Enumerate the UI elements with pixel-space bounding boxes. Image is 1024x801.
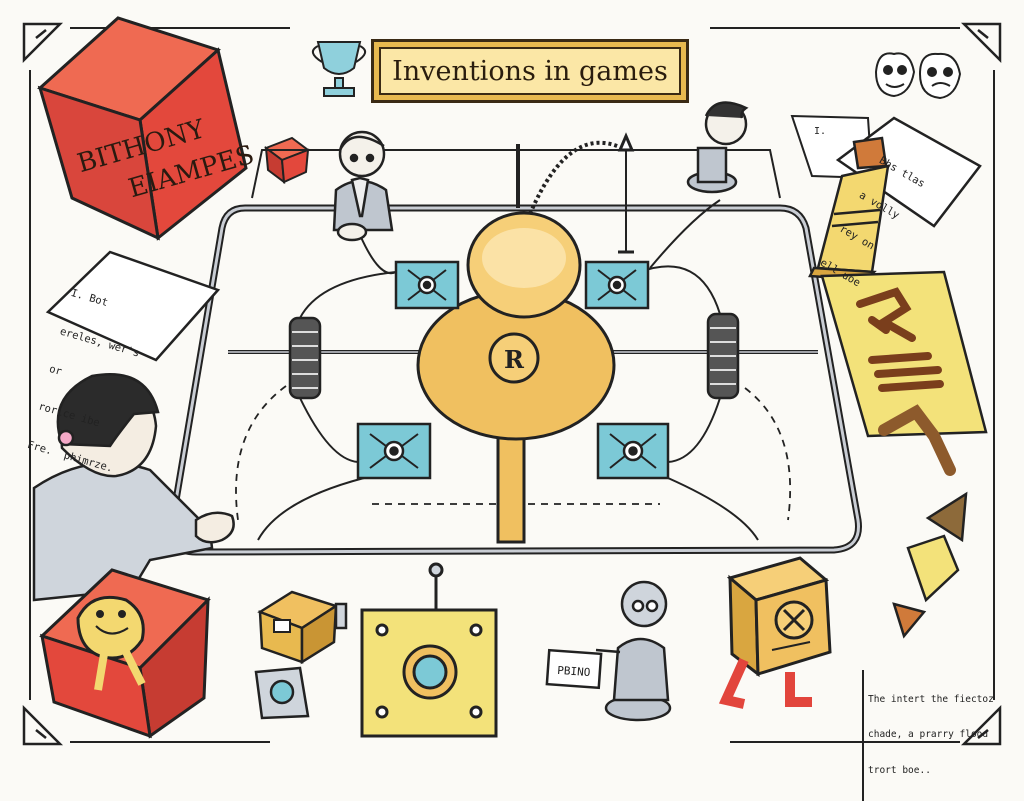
board-emblem-letter: R xyxy=(504,345,525,374)
caption-text: The intert the fiectoz chade, a prarry f… xyxy=(862,670,994,801)
sign-holding-figure xyxy=(545,580,672,722)
note-left-line: or xyxy=(47,362,64,378)
note-top-right-line: rey on xyxy=(837,222,877,253)
note-top-right-small: I. xyxy=(814,126,827,137)
title-banner: Inventions in games xyxy=(371,39,689,103)
circuit-chip-top-right xyxy=(584,260,650,310)
corner-ornament-top-left xyxy=(22,22,64,64)
inventor-figure-left xyxy=(332,130,394,242)
note-card-left xyxy=(45,250,221,362)
cube-stack xyxy=(254,590,348,720)
spring-right xyxy=(706,312,740,400)
circuit-chip-top-left xyxy=(394,260,460,310)
caption-line: The intert the fiectoz xyxy=(868,693,994,705)
corner-ornament-bottom-right xyxy=(960,704,1002,746)
corner-ornament-bottom-left xyxy=(22,704,64,746)
trophy-icon xyxy=(311,41,367,97)
note-top-right-line: Bhs tlas xyxy=(876,154,927,191)
game-board-illustration: BITHONY EIAMPES R PBINO xyxy=(22,16,1002,746)
caption-line: trort boe.. xyxy=(868,765,931,776)
robot-block xyxy=(718,556,832,709)
note-left-line: Fre. phimrze. xyxy=(26,438,115,475)
circuit-chip-bottom-right xyxy=(596,422,670,480)
note-left-line: rorlce ibe xyxy=(36,400,101,430)
note-left-line: ereles, wer's xyxy=(58,325,141,360)
game-console xyxy=(360,562,498,738)
caption-line: chade, a prarry flood xyxy=(868,729,989,741)
note-top-right-line: a volly xyxy=(857,188,902,222)
illustration-canvas: BITHONY EIAMPES R PBINO Inventions in ga… xyxy=(22,16,1002,801)
small-red-cube xyxy=(263,136,311,185)
red-mascot-box xyxy=(39,568,211,739)
note-left-line: I. Bot xyxy=(69,287,110,310)
connecting-wires xyxy=(257,199,759,541)
card-with-figures xyxy=(820,270,988,476)
red-block xyxy=(37,16,248,241)
pyramid-pieces xyxy=(892,491,968,639)
corner-ornament-top-right xyxy=(960,22,1002,64)
central-gold-piece xyxy=(416,132,635,544)
page-frame xyxy=(29,27,995,743)
woman-player xyxy=(32,372,235,602)
figure-sign-text: PBINO xyxy=(557,664,591,679)
note-top-right-line: ell uoe xyxy=(817,257,863,290)
page-title: Inventions in games xyxy=(379,47,681,95)
spring-left xyxy=(288,316,322,400)
circuit-chip-bottom-left xyxy=(356,422,432,480)
mask-icon-1 xyxy=(874,52,916,98)
bust-figurine xyxy=(686,101,749,194)
mask-icon-2 xyxy=(918,52,962,100)
